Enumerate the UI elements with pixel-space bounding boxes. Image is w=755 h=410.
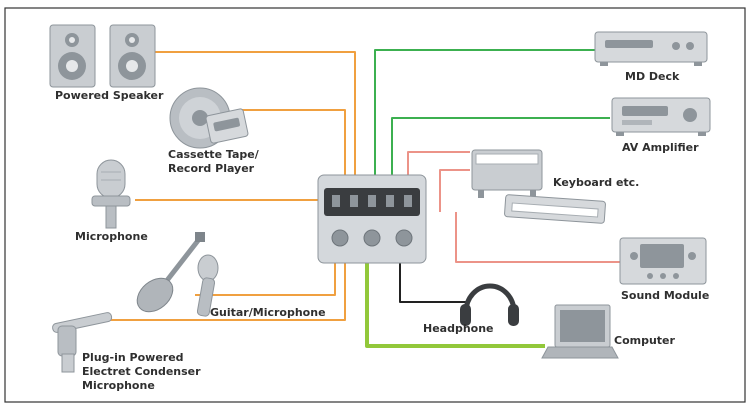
line-keyboard-2 xyxy=(439,169,470,212)
line-md-deck xyxy=(374,49,595,175)
av-amplifier-icon xyxy=(611,97,711,136)
cassette-icon xyxy=(205,108,249,144)
headphone-icon xyxy=(460,283,519,326)
label-condenser-line2: Electret Condenser xyxy=(82,365,201,378)
label-condenser-line1: Plug-in Powered xyxy=(82,351,184,364)
label-condenser-line3: Microphone xyxy=(82,379,155,392)
speaker-icon xyxy=(49,24,156,88)
label-record-player: Record Player xyxy=(168,162,255,175)
line-condenser-mic xyxy=(105,260,346,321)
line-powered-speaker xyxy=(155,51,356,175)
line-cassette xyxy=(240,109,346,175)
md-deck-icon xyxy=(594,31,708,66)
label-powered-speaker: Powered Speaker xyxy=(55,89,164,102)
connection-lines xyxy=(105,49,620,348)
sound-module-icon xyxy=(619,237,707,285)
label-sound-module: Sound Module xyxy=(621,289,710,302)
label-microphone: Microphone xyxy=(75,230,148,243)
label-cassette-tape: Cassette Tape/ xyxy=(168,148,259,161)
mixer-icon xyxy=(317,174,427,264)
microphone-icon xyxy=(91,159,131,229)
condenser-mic-icon xyxy=(52,312,113,373)
line-sound-module xyxy=(455,212,620,263)
label-computer: Computer xyxy=(614,334,675,347)
line-headphone xyxy=(399,262,468,303)
line-keyboard-1 xyxy=(407,151,470,175)
label-guitar-microphone: Guitar/Microphone xyxy=(210,306,326,319)
line-guitar xyxy=(195,260,336,296)
keyboard-icon xyxy=(471,149,606,224)
label-keyboard: Keyboard etc. xyxy=(553,176,640,189)
label-md-deck: MD Deck xyxy=(625,70,680,83)
line-av-amplifier xyxy=(391,117,610,175)
line-computer xyxy=(365,262,545,348)
guitar-icon xyxy=(136,232,219,317)
label-av-amplifier: AV Amplifier xyxy=(622,141,699,154)
label-headphone: Headphone xyxy=(423,322,494,335)
laptop-icon xyxy=(541,304,619,359)
